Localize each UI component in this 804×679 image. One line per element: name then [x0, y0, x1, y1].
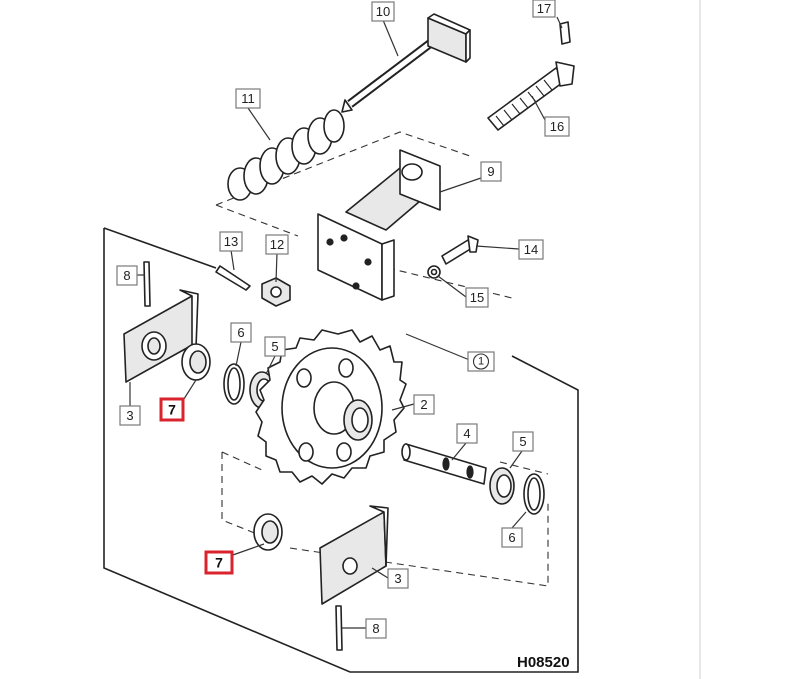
callout-5-lower-label: 5 — [519, 434, 526, 449]
callout-6-lower: 6 — [501, 527, 523, 548]
callout-6-lower-label: 6 — [508, 530, 515, 545]
part-12-castle-nut — [261, 277, 291, 307]
callout-10-label: 10 — [376, 4, 390, 19]
part-8-pin-upper — [143, 261, 151, 307]
part-7-seal-upper — [181, 343, 211, 381]
part-2-sprocket — [255, 329, 407, 485]
callout-1: 1 — [467, 351, 495, 372]
callout-3-upper-label: 3 — [126, 408, 133, 423]
callout-3-lower-label: 3 — [394, 571, 401, 586]
callout-7-upper-label: 7 — [168, 402, 176, 418]
callout-6-upper: 6 — [230, 322, 252, 343]
callout-4-label: 4 — [463, 426, 470, 441]
callout-13-label: 13 — [224, 234, 238, 249]
callout-3-lower: 3 — [387, 568, 409, 589]
callout-13: 13 — [219, 231, 243, 252]
part-8-pin-lower — [335, 605, 343, 651]
callout-7-lower: 7 — [204, 550, 234, 575]
callout-11-label: 11 — [241, 91, 255, 106]
part-10-rod — [341, 13, 471, 113]
part-5-bearing-right — [489, 467, 515, 505]
part-17-pin — [559, 21, 571, 45]
callout-10: 10 — [371, 1, 395, 22]
part-14-bolt — [441, 235, 479, 265]
callout-15-label: 15 — [470, 290, 484, 305]
callout-8-upper: 8 — [116, 265, 138, 286]
part-6-snap-ring-left — [223, 363, 245, 405]
part-3-bearing-block-left — [123, 289, 199, 383]
callout-16: 16 — [544, 116, 570, 137]
assembly-frame — [103, 227, 579, 673]
part-9-yoke — [317, 149, 441, 301]
callout-14: 14 — [518, 239, 544, 260]
part-15-washer — [427, 265, 441, 279]
callout-8-lower-label: 8 — [372, 621, 379, 636]
callout-5-upper-label: 5 — [271, 339, 278, 354]
diagram-code: H08520 — [517, 654, 570, 671]
leader-lines — [129, 16, 563, 629]
callout-2-label: 2 — [420, 397, 427, 412]
callout-6-upper-label: 6 — [237, 325, 244, 340]
callout-12-label: 12 — [270, 237, 284, 252]
callout-7-lower-label: 7 — [215, 555, 223, 571]
part-3-bearing-block-right — [319, 505, 389, 605]
callout-5-upper: 5 — [264, 336, 286, 357]
part-4-shaft — [401, 443, 487, 485]
callout-8-upper-label: 8 — [123, 268, 130, 283]
callout-4: 4 — [456, 423, 478, 444]
part-11-spring — [227, 109, 345, 201]
callout-14-label: 14 — [524, 242, 538, 257]
callout-2: 2 — [413, 394, 435, 415]
part-7-seal-lower — [253, 513, 283, 551]
callout-1-ring — [472, 353, 490, 370]
callout-16-label: 16 — [550, 119, 564, 134]
callout-11: 11 — [235, 88, 261, 109]
callout-5-lower: 5 — [512, 431, 534, 452]
callout-12: 12 — [265, 234, 289, 255]
part-6-snap-ring-right — [523, 473, 545, 515]
callout-9-label: 9 — [487, 164, 494, 179]
callout-17: 17 — [532, 0, 556, 18]
callout-1-label: 1 — [478, 356, 484, 368]
callout-7-upper: 7 — [159, 397, 185, 422]
callout-3-upper: 3 — [119, 405, 141, 426]
callout-17-label: 17 — [537, 1, 551, 16]
callout-9: 9 — [480, 161, 502, 182]
callout-8-lower: 8 — [365, 618, 387, 639]
part-13-cotter-pin — [215, 265, 251, 291]
callout-15: 15 — [465, 287, 489, 308]
